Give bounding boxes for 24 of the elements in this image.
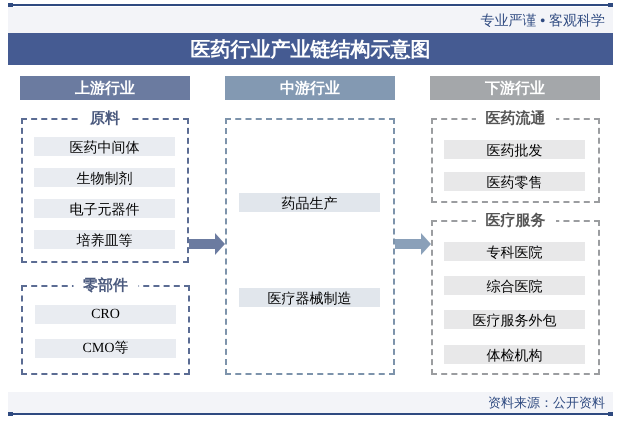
category-item: 药品生产 bbox=[239, 193, 380, 212]
slogan-text: 专业严谨 • 客观科学 bbox=[480, 11, 605, 29]
category-item: 医药中间体 bbox=[34, 137, 175, 156]
column-header: 上游行业 bbox=[20, 76, 190, 100]
category-item: 体检机构 bbox=[444, 345, 585, 364]
category-item: CRO bbox=[35, 305, 176, 324]
column-header: 下游行业 bbox=[430, 76, 600, 100]
block-arrow bbox=[189, 233, 225, 255]
category-item: 专科医院 bbox=[444, 242, 585, 261]
source-note: 资料来源：公开资料 bbox=[488, 394, 605, 411]
block-arrow bbox=[395, 233, 431, 255]
category-item: 电子元器件 bbox=[34, 199, 175, 218]
column-header: 中游行业 bbox=[225, 76, 395, 100]
category-item: 医疗服务外包 bbox=[444, 310, 585, 329]
dashed-group-box bbox=[225, 118, 395, 375]
title-text: 医药行业产业链结构示意图 bbox=[190, 36, 430, 62]
category-item: 综合医院 bbox=[444, 276, 585, 295]
category-item: 培养皿等 bbox=[34, 230, 175, 249]
category-item: 医药零售 bbox=[444, 172, 585, 191]
category-item: CMO等 bbox=[35, 339, 176, 358]
group-heading: 零部件 bbox=[73, 276, 138, 296]
category-item: 生物制剂 bbox=[34, 168, 175, 187]
category-item: 医疗器械制造 bbox=[239, 288, 380, 307]
category-item: 医药批发 bbox=[444, 140, 585, 159]
